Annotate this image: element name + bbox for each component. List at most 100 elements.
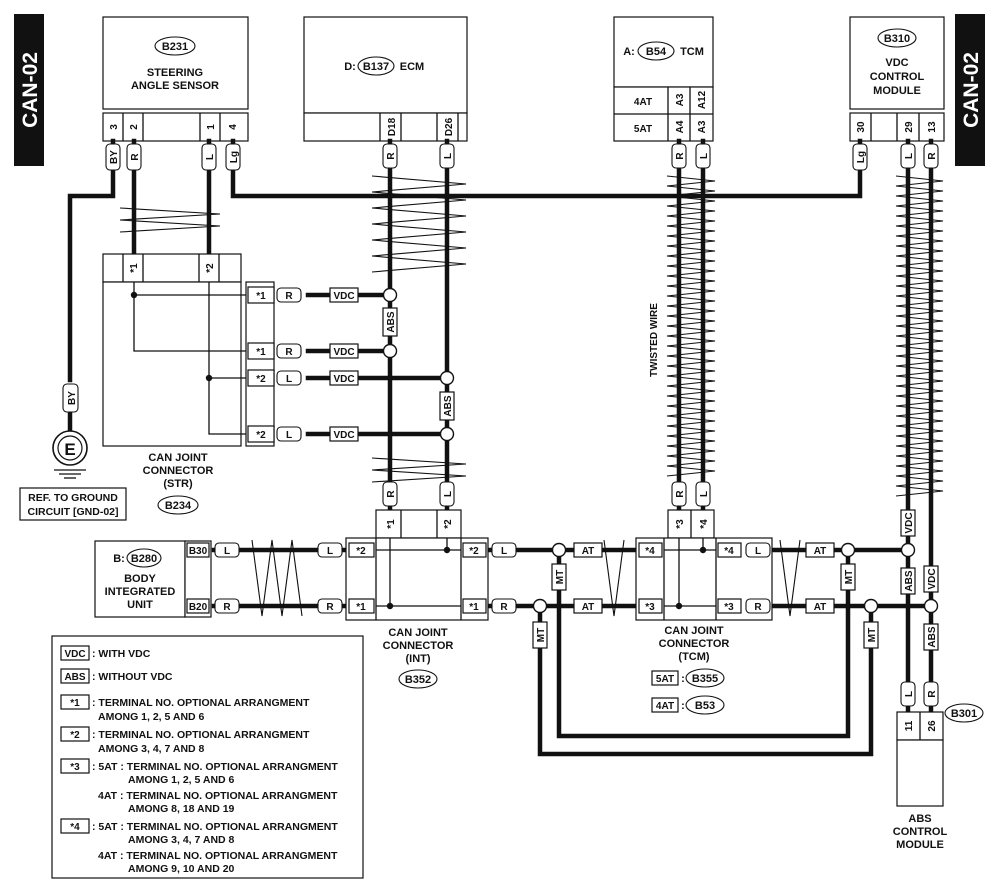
pin-label: B20 bbox=[189, 602, 208, 613]
pin-label: *2 bbox=[469, 546, 479, 557]
wire-color: L bbox=[286, 374, 292, 385]
twisted-wire-label: TWISTED WIRE bbox=[649, 303, 660, 377]
wire-color: L bbox=[904, 153, 915, 159]
svg-text:CONTROL: CONTROL bbox=[893, 826, 948, 838]
wire-color: R bbox=[754, 602, 762, 613]
wire-color: R bbox=[285, 291, 293, 302]
mt-tag: MT bbox=[844, 570, 855, 584]
mt-tag: MT bbox=[536, 628, 547, 642]
svg-text:STEERING: STEERING bbox=[147, 67, 203, 79]
pin-label: 1 bbox=[206, 124, 217, 130]
connector-code: B352 bbox=[405, 674, 431, 686]
svg-text:VDC: VDC bbox=[64, 649, 85, 660]
svg-text:CAN JOINT: CAN JOINT bbox=[148, 452, 208, 464]
svg-text:BODY: BODY bbox=[124, 573, 156, 585]
connector-code-badge bbox=[685, 668, 725, 688]
can-joint-connector-int: *1 *2 *2 *1 *2 *1 L R L R CAN JOINT CONN… bbox=[317, 509, 517, 689]
pin-label: *3 bbox=[675, 519, 686, 529]
svg-text:(INT): (INT) bbox=[405, 653, 430, 665]
vdc-tag: VDC bbox=[333, 347, 354, 358]
svg-text:CONNECTOR: CONNECTOR bbox=[143, 465, 214, 477]
connector-code-badge bbox=[877, 28, 917, 48]
svg-text:: TERMINAL NO. OPTIONAL ARRANG: : TERMINAL NO. OPTIONAL ARRANGMENT bbox=[92, 729, 310, 741]
wire-color: L bbox=[699, 153, 710, 159]
svg-text:*3: *3 bbox=[70, 762, 80, 773]
connector-code-badge bbox=[944, 703, 984, 723]
svg-text:CIRCUIT [GND-02]: CIRCUIT [GND-02] bbox=[28, 506, 119, 518]
pin-label: A4 bbox=[675, 120, 686, 133]
connector-code: B301 bbox=[951, 708, 977, 720]
wire-color: L bbox=[443, 491, 454, 497]
svg-text:*4: *4 bbox=[70, 822, 80, 833]
connector-code-badge bbox=[398, 669, 438, 689]
pin-label: D26 bbox=[444, 117, 455, 136]
wire-color: L bbox=[755, 546, 761, 557]
wire-color: R bbox=[500, 602, 508, 613]
wire-color: BY bbox=[67, 391, 78, 405]
svg-text:5AT: 5AT bbox=[634, 124, 652, 135]
svg-text:D:: D: bbox=[344, 61, 356, 73]
wire-color: R bbox=[223, 602, 231, 613]
vdc-tag: VDC bbox=[333, 291, 354, 302]
wire-color: R bbox=[326, 602, 334, 613]
pin-label: *1 bbox=[469, 602, 479, 613]
wire-color: L bbox=[224, 546, 230, 557]
junction-points bbox=[382, 287, 939, 614]
svg-text:REF. TO GROUND: REF. TO GROUND bbox=[28, 492, 118, 504]
svg-text:ABS: ABS bbox=[908, 813, 931, 825]
pin-label: 29 bbox=[904, 121, 915, 133]
svg-text:MODULE: MODULE bbox=[873, 85, 921, 97]
pin-label: 3 bbox=[109, 124, 120, 130]
connector-code: B53 bbox=[695, 700, 715, 712]
pin-label: 30 bbox=[856, 121, 867, 133]
connector-code-badge bbox=[685, 695, 725, 715]
connector-code-badge bbox=[357, 56, 395, 76]
svg-text:ECM: ECM bbox=[400, 61, 424, 73]
svg-text:4AT: 4AT bbox=[634, 97, 652, 108]
pin-label: 4 bbox=[228, 124, 239, 130]
wire-color: L bbox=[501, 546, 507, 557]
svg-text:(TCM): (TCM) bbox=[678, 651, 709, 663]
at-tag: AT bbox=[814, 602, 827, 613]
pin-label: *1 bbox=[256, 291, 266, 302]
abs-tag: ABS bbox=[386, 311, 397, 332]
svg-text:MODULE: MODULE bbox=[896, 839, 944, 851]
at-tag: AT bbox=[582, 602, 595, 613]
steering-angle-sensor: B231 STEERING ANGLE SENSOR 3 2 1 4 bbox=[102, 16, 249, 142]
body-integrated-unit: B: B280 BODY INTEGRATED UNIT B30 B20 L R bbox=[94, 540, 240, 618]
wire-color: Lg bbox=[229, 151, 240, 163]
pin-label: A3 bbox=[697, 120, 708, 133]
connector-code-badge bbox=[157, 495, 199, 515]
pin-label: A12 bbox=[697, 90, 708, 109]
svg-text:CAN-02: CAN-02 bbox=[960, 52, 983, 128]
svg-text:: WITH VDC: : WITH VDC bbox=[92, 648, 151, 660]
svg-text:4AT : TERMINAL NO. OPTIONAL AR: 4AT : TERMINAL NO. OPTIONAL ARRANGMENT bbox=[98, 850, 338, 862]
abs-tag: ABS bbox=[443, 395, 454, 416]
vdc-tag: VDC bbox=[333, 430, 354, 441]
svg-text:A:: A: bbox=[623, 46, 635, 58]
svg-text:*1: *1 bbox=[70, 698, 80, 709]
wire-color: R bbox=[927, 690, 938, 698]
svg-text:E: E bbox=[64, 440, 75, 459]
wire-color: L bbox=[286, 430, 292, 441]
svg-text:AMONG 8, 18 AND 19: AMONG 8, 18 AND 19 bbox=[128, 803, 235, 815]
wire-color: L bbox=[327, 546, 333, 557]
tcm-module: A: B54 TCM 4AT 5AT A3 A12 A4 A3 bbox=[613, 16, 714, 142]
wire-color: R bbox=[386, 152, 397, 160]
svg-text:: TERMINAL NO. OPTIONAL ARRANG: : TERMINAL NO. OPTIONAL ARRANGMENT bbox=[92, 697, 310, 709]
at-tags: AT AT AT AT bbox=[573, 542, 835, 614]
svg-text:TCM: TCM bbox=[680, 46, 704, 58]
vdc-tag: VDC bbox=[927, 568, 938, 589]
pin-label: *4 bbox=[699, 519, 710, 529]
abs-tag: ABS bbox=[927, 626, 938, 647]
connector-code-badge bbox=[126, 548, 162, 568]
pin-label: 2 bbox=[129, 124, 140, 130]
pin-label: *1 bbox=[129, 263, 140, 273]
abs-tag: ABS bbox=[904, 570, 915, 591]
vdc-control-module: B310 VDC CONTROL MODULE 30 29 13 bbox=[849, 16, 945, 142]
pin-label: *4 bbox=[645, 546, 655, 557]
at-tag: AT bbox=[582, 546, 595, 557]
wire-color: L bbox=[699, 491, 710, 497]
svg-text:B:: B: bbox=[113, 553, 125, 565]
svg-text:*2: *2 bbox=[70, 730, 80, 741]
